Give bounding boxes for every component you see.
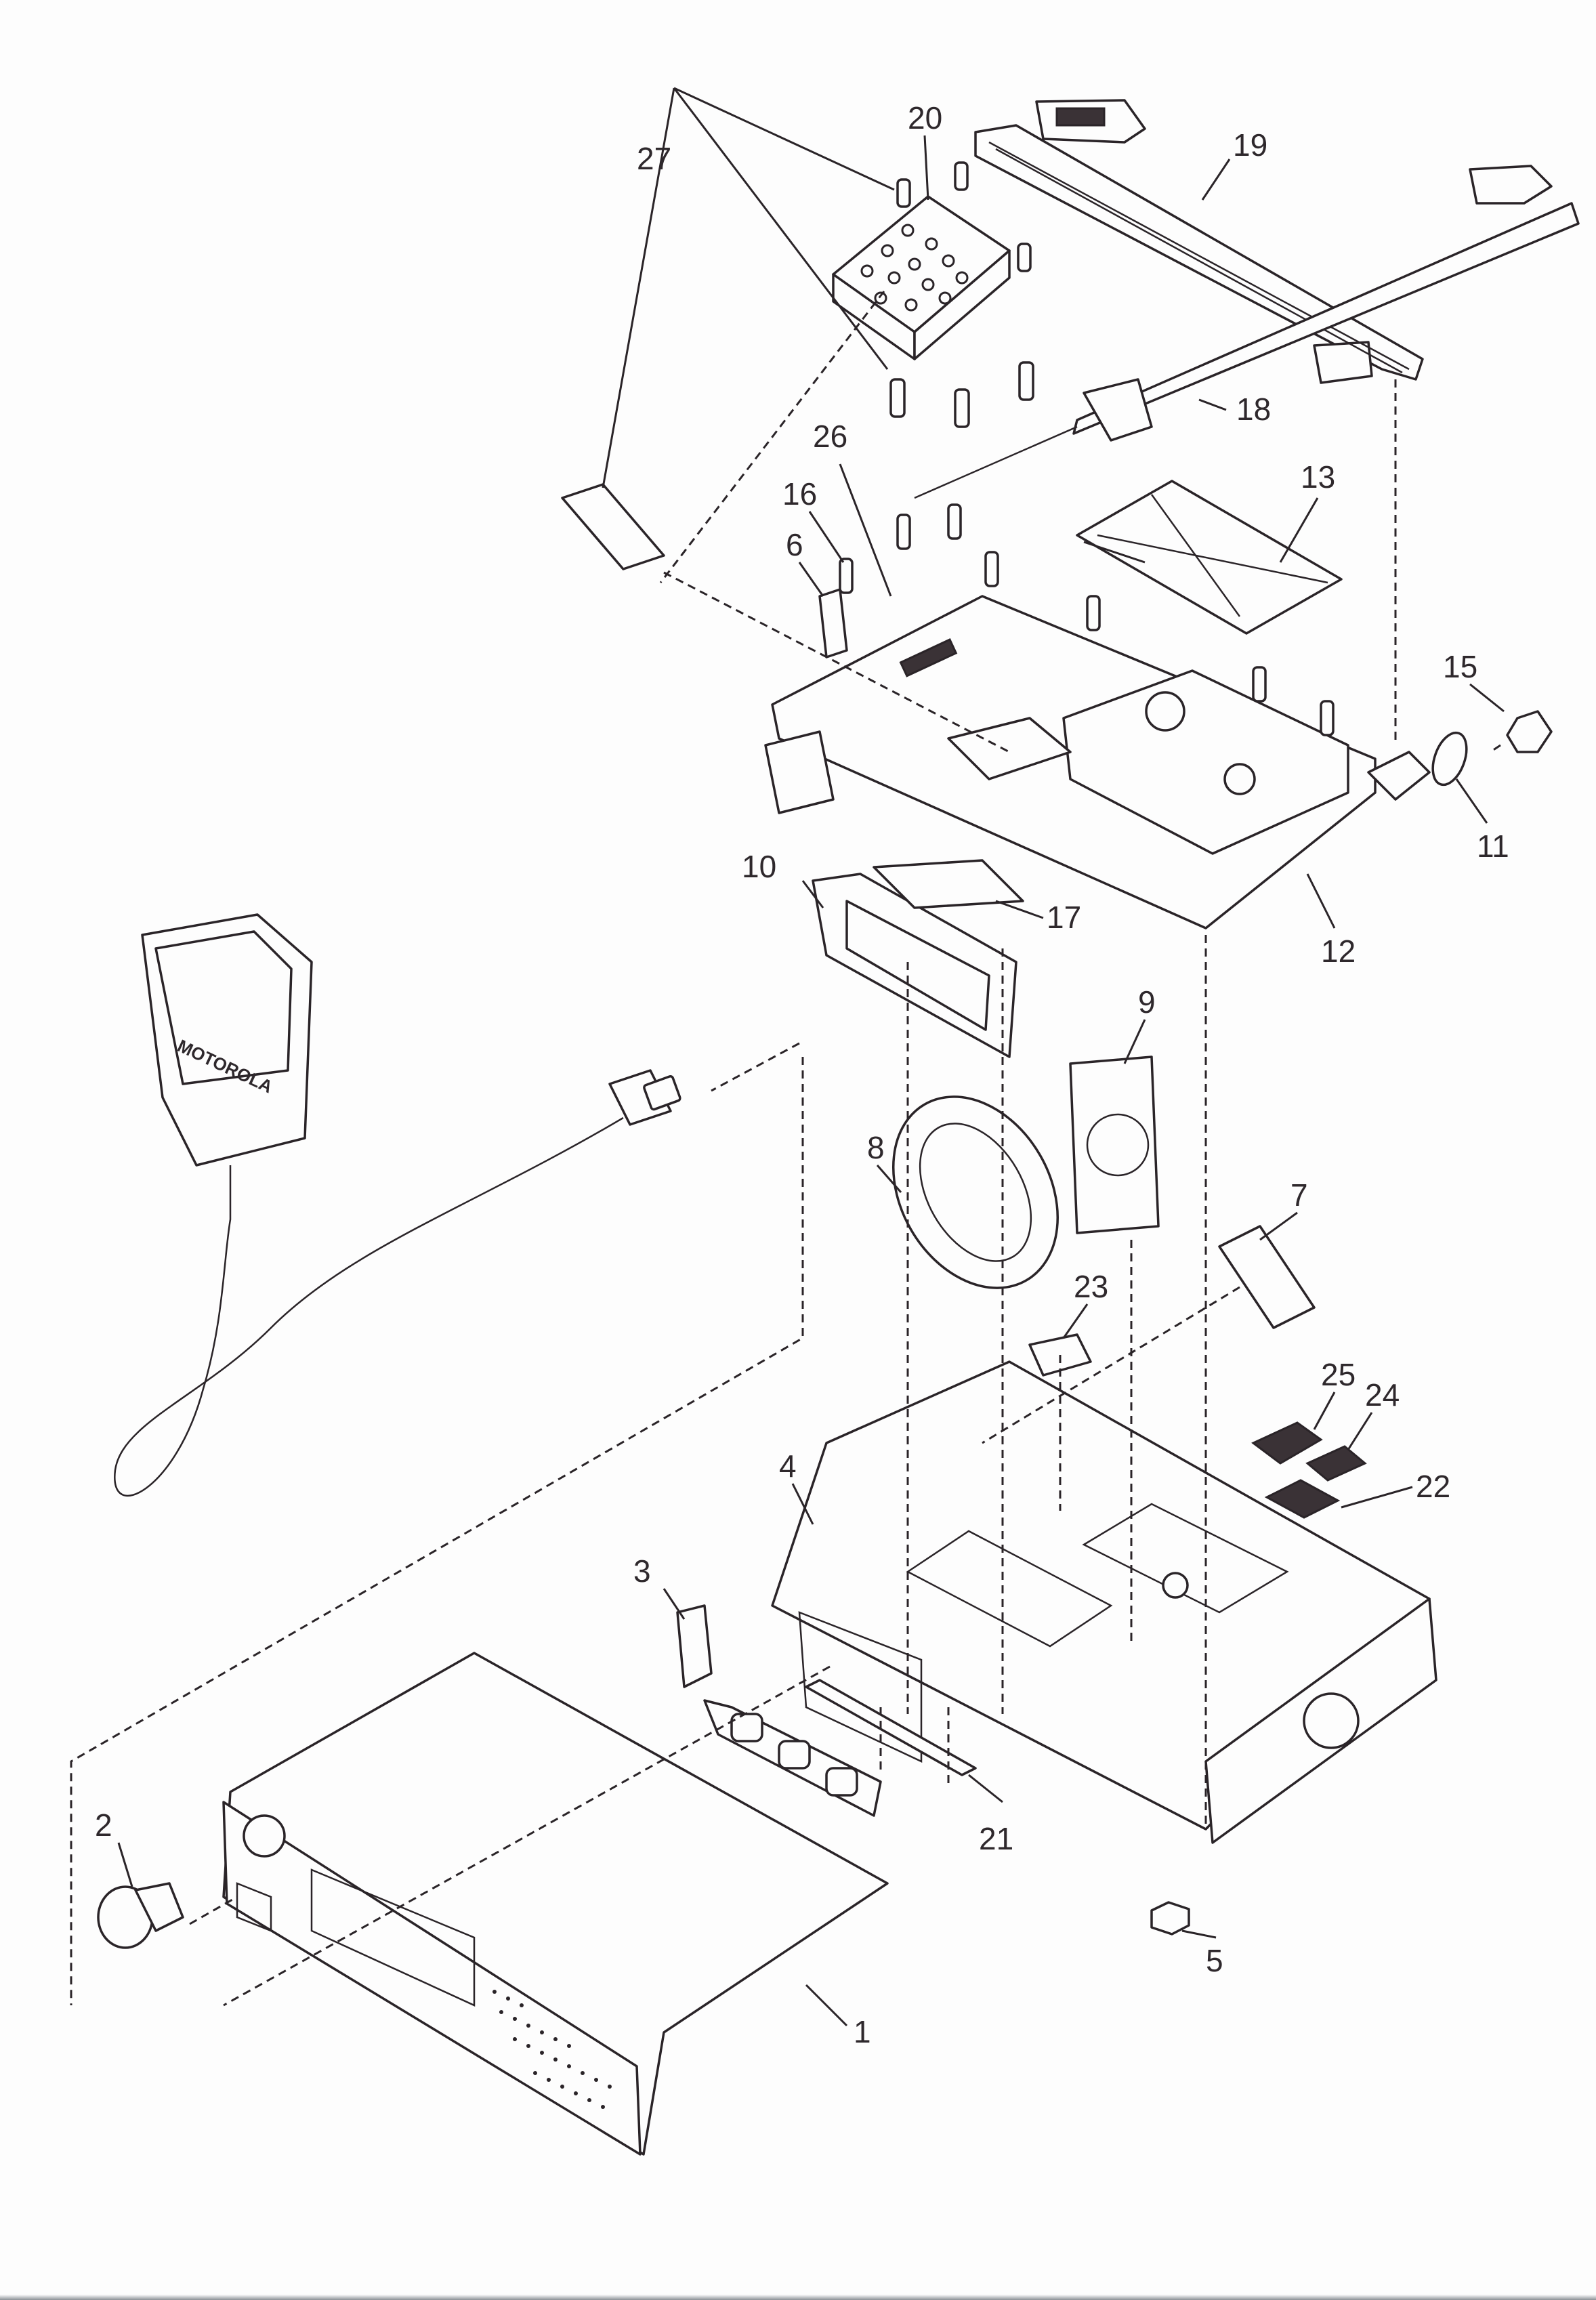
- part-21-strip: [805, 1679, 977, 1776]
- part-27-screws: [889, 161, 1034, 428]
- callout-17: 17: [1047, 900, 1081, 935]
- callout-6: 6: [786, 527, 803, 562]
- callout-18: 18: [1236, 392, 1271, 427]
- part-12-main-board: [764, 595, 1377, 929]
- callout-13: 13: [1301, 459, 1335, 495]
- part-20-option-board: [832, 195, 1011, 360]
- scan-edge-shadow: [0, 2295, 1596, 2300]
- part-8-speaker: [892, 1095, 1059, 1289]
- part-3-keypad: [676, 1604, 882, 1817]
- part-25-thermal-pad: [1251, 1421, 1323, 1465]
- part-1-front-housing: [222, 1652, 889, 2156]
- part-27-flat-strip: [561, 483, 665, 570]
- part-7-bracket: [1218, 1225, 1316, 1329]
- part-11-washer: [1431, 731, 1468, 787]
- callout-11: 11: [1477, 829, 1509, 864]
- callout-20: 20: [908, 100, 942, 135]
- callout-19: 19: [1233, 127, 1267, 163]
- speaker-grille-dots: [492, 1990, 612, 2109]
- part-18-cable: [914, 165, 1580, 499]
- callout-4: 4: [779, 1448, 797, 1484]
- callout-26: 26: [813, 419, 847, 454]
- part-16-screw-group: [839, 503, 1335, 736]
- hand-microphone: MOTOROLA: [114, 913, 681, 1497]
- callout-23: 23: [1074, 1269, 1108, 1304]
- part-2-knob: [97, 1882, 184, 1949]
- part-13-shield: [1076, 480, 1343, 635]
- callout-21: 21: [979, 1821, 1013, 1856]
- callout-27: 27: [637, 141, 671, 176]
- part-antenna-connector: [1367, 751, 1431, 801]
- callout-3: 3: [633, 1553, 651, 1589]
- callout-16: 16: [782, 476, 817, 511]
- callout-22: 22: [1416, 1469, 1450, 1504]
- part-15-nut: [1506, 710, 1553, 753]
- callout-labels: 27 20 19 18 13 26 16 6 15 11 12 17 10 9 …: [95, 100, 1509, 2049]
- callout-10: 10: [742, 849, 776, 884]
- callout-24: 24: [1365, 1377, 1400, 1413]
- callout-25: 25: [1321, 1357, 1356, 1392]
- callout-1: 1: [854, 2014, 871, 2049]
- part-22-thermal-pad: [1264, 1479, 1341, 1519]
- callout-7: 7: [1290, 1177, 1308, 1213]
- part-17-flex-cable: [873, 859, 1024, 909]
- callout-5: 5: [1206, 1943, 1223, 1978]
- part-4-chassis: [771, 1360, 1437, 1844]
- callout-9: 9: [1138, 984, 1156, 1020]
- callout-8: 8: [867, 1130, 885, 1165]
- callout-2: 2: [95, 1807, 112, 1843]
- part-24-thermal-pad: [1305, 1445, 1367, 1482]
- callout-12: 12: [1321, 934, 1356, 969]
- assembly-guide-lines: [70, 291, 1501, 2007]
- callout-15: 15: [1443, 649, 1477, 684]
- part-6-connector: [818, 588, 848, 658]
- part-5-nut: [1150, 1901, 1190, 1936]
- part-19-connector-cable: [974, 99, 1424, 384]
- part-9-speaker-retainer: [1069, 1055, 1160, 1234]
- part-10-display: [812, 873, 1017, 1058]
- leader-lines: [117, 87, 1505, 2027]
